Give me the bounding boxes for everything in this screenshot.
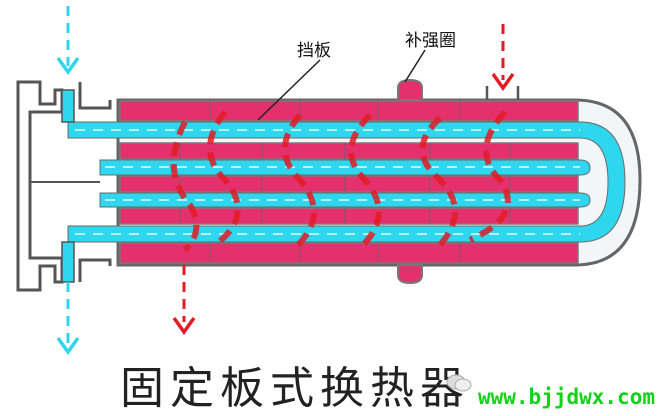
wechat-icon xyxy=(446,374,472,392)
channel-head xyxy=(16,80,112,292)
shell-flow-swirls xyxy=(170,109,511,253)
reinforcing-ring-label: 补强圈 xyxy=(405,31,456,51)
tube-bundle-plate-1 xyxy=(119,142,579,160)
channel-left-flange xyxy=(16,80,64,292)
shell-outlet-arrow xyxy=(172,265,196,336)
reinforcing-ring xyxy=(397,78,423,285)
watermark-url: www.bjjdwx.com xyxy=(477,385,655,409)
shell-inlet-nozzle xyxy=(485,86,520,100)
channel-inlet-nozzle xyxy=(61,89,75,123)
shell-inlet-arrow xyxy=(491,24,515,92)
plate-dividers xyxy=(179,101,511,263)
baffle-leader xyxy=(257,59,321,121)
tube-outlet-arrow xyxy=(56,282,80,356)
tube-inlet-arrow xyxy=(56,6,80,76)
tube-flow-streaks xyxy=(75,129,580,235)
tube-bundle-plate-2 xyxy=(119,175,579,193)
top-nozzle xyxy=(397,78,423,101)
bottom-nozzle xyxy=(397,264,423,285)
shell-plates xyxy=(119,100,579,264)
ring-leader xyxy=(404,49,426,83)
shell-plate-top xyxy=(119,100,579,122)
channel-outlet-nozzle xyxy=(61,241,75,283)
diagram-title: 固定板式换热器 xyxy=(120,363,470,414)
tube-bundle-plate-3 xyxy=(119,207,579,225)
channel-top-flange xyxy=(78,82,112,110)
baffle-label: 挡板 xyxy=(297,41,331,61)
shell-plate-bottom xyxy=(119,242,579,264)
channel-bottom-flange xyxy=(78,258,112,282)
leader-lines xyxy=(257,49,426,121)
